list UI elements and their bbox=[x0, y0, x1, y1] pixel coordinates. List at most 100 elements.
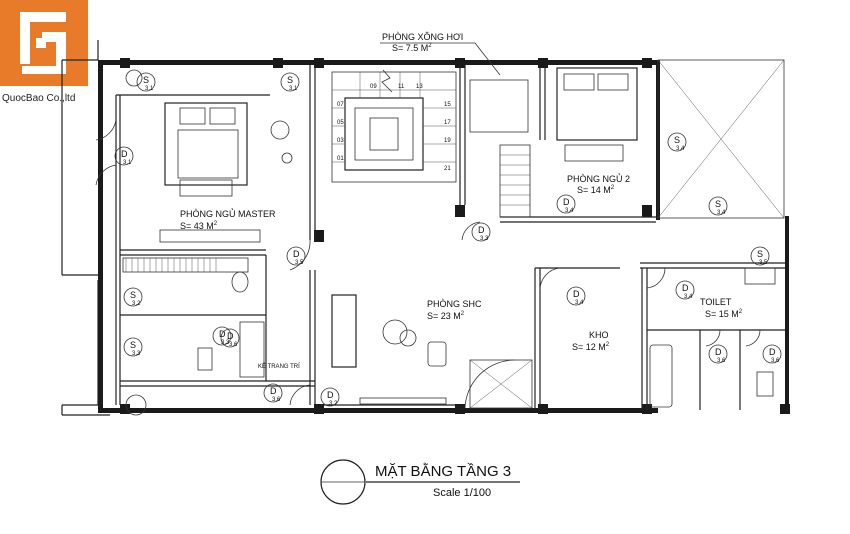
stair-number: 09 bbox=[370, 84, 377, 90]
tag-circle bbox=[123, 287, 143, 307]
room-area-toilet: S= 15 M bbox=[705, 309, 739, 319]
tag-circle bbox=[136, 72, 156, 92]
tag-letter: S bbox=[143, 75, 149, 85]
area-unit-sup: 2 bbox=[428, 43, 432, 49]
stair-number: 01 bbox=[337, 156, 344, 162]
tag-circle bbox=[471, 222, 491, 242]
tag-letter: S bbox=[757, 249, 763, 259]
symbol-tag: D3.4 bbox=[556, 194, 576, 214]
tag-number: 3.2 bbox=[132, 301, 141, 307]
furniture bbox=[122, 67, 776, 416]
brand-name: QuocBao Co.,ltd bbox=[2, 93, 76, 104]
tag-circle bbox=[320, 387, 340, 407]
symbol-tag: D3.1 bbox=[114, 146, 134, 166]
symbol-tag: S3.5 bbox=[750, 246, 770, 266]
tag-number: 3.4 bbox=[565, 208, 574, 214]
tag-number: 3.3 bbox=[480, 236, 489, 242]
tag-circle bbox=[114, 146, 134, 166]
stair-number: 05 bbox=[337, 120, 344, 126]
room-area-master: S= 43 M bbox=[180, 221, 214, 231]
stair-number: 21 bbox=[444, 166, 451, 172]
svg-text:S= 23 M2: S= 23 M2 bbox=[427, 311, 465, 321]
tag-number: 3.3 bbox=[132, 351, 141, 357]
stair-number: 03 bbox=[337, 138, 344, 144]
room-name-master: PHÒNG NGỦ MASTER bbox=[180, 208, 276, 219]
interior-walls bbox=[61, 40, 785, 416]
tag-circle bbox=[675, 280, 695, 300]
svg-text:S= 15 M2: S= 15 M2 bbox=[705, 309, 743, 319]
area-unit-sup: 2 bbox=[461, 311, 465, 317]
tag-circle bbox=[566, 286, 586, 306]
svg-text:S= 43 M2: S= 43 M2 bbox=[180, 221, 218, 231]
tag-number: 3.4 bbox=[575, 300, 584, 306]
room-name-kho: KHO bbox=[589, 330, 609, 340]
room-name-bed2: PHÒNG NGỦ 2 bbox=[567, 173, 630, 184]
tag-circle bbox=[667, 132, 687, 152]
tag-number: 3.6 bbox=[717, 358, 726, 364]
tag-number: 3.5 bbox=[295, 260, 304, 266]
tag-letter: D bbox=[563, 197, 570, 207]
svg-text:S= 7.5 M2: S= 7.5 M2 bbox=[392, 43, 432, 53]
terrace bbox=[469, 59, 785, 409]
symbol-tag: D3.4 bbox=[566, 286, 586, 306]
drawing-scale: Scale 1/100 bbox=[433, 487, 491, 499]
stair-number: 19 bbox=[444, 138, 451, 144]
area-unit-sup: 2 bbox=[739, 309, 743, 315]
tag-number: 3.5 bbox=[759, 260, 768, 266]
tag-letter: D bbox=[682, 283, 689, 293]
tag-letter: D bbox=[769, 347, 776, 357]
symbol-tag: D3.3 bbox=[212, 326, 232, 346]
tag-letter: S bbox=[287, 75, 293, 85]
brand-logo bbox=[0, 0, 88, 86]
room-area-sauna: S= 7.5 M bbox=[392, 43, 428, 53]
symbol-tag: D3.6 bbox=[708, 344, 728, 364]
tag-circle bbox=[556, 194, 576, 214]
stair-number: 13 bbox=[416, 84, 423, 90]
tag-number: 3.1 bbox=[123, 160, 132, 166]
stair-number: 11 bbox=[398, 84, 405, 90]
room-labels: PHÒNG NGỦ MASTER S= 43 M2 PHÒNG NGỦ 2 S=… bbox=[180, 32, 743, 370]
tag-number: 3.2 bbox=[329, 401, 338, 407]
tag-circle bbox=[708, 196, 728, 216]
staircase: 07 05 03 01 09 11 13 15 17 19 21 bbox=[331, 69, 457, 183]
stair-number: 17 bbox=[444, 120, 451, 126]
tag-number: 3.1 bbox=[289, 86, 298, 92]
tag-letter: D bbox=[270, 386, 277, 396]
tag-letter: S bbox=[715, 199, 721, 209]
drawing-title-block: MẶT BẰNG TẦNG 3 Scale 1/100 bbox=[320, 459, 520, 505]
tag-letter: S bbox=[130, 290, 136, 300]
shelf-label: KỆ TRANG TRÍ bbox=[258, 362, 300, 370]
symbol-tag: D3.4 bbox=[675, 280, 695, 300]
symbol-tag: S3.1 bbox=[280, 72, 300, 92]
tag-letter: D bbox=[293, 249, 300, 259]
area-unit-sup: 2 bbox=[606, 342, 610, 348]
drawing-title: MẶT BẰNG TẦNG 3 bbox=[375, 462, 511, 480]
symbol-tag: D3.6 bbox=[220, 328, 240, 348]
symbol-tags: S3.1S3.1D3.1D3.5S3.2S3.3D3.3D3.4D3.3S3.4… bbox=[114, 72, 782, 407]
tag-circle bbox=[286, 246, 306, 266]
tag-letter: D bbox=[227, 331, 234, 341]
room-area-bed2: S= 14 M bbox=[577, 185, 611, 195]
tag-letter: D bbox=[478, 225, 485, 235]
tag-letter: D bbox=[121, 149, 128, 159]
area-unit-sup: 2 bbox=[214, 221, 218, 227]
symbol-tag: D3.5 bbox=[286, 246, 306, 266]
tag-letter: D bbox=[573, 289, 580, 299]
tag-letter: D bbox=[219, 329, 226, 339]
tag-circle bbox=[263, 383, 283, 403]
tag-letter: D bbox=[715, 347, 722, 357]
symbol-tag: S3.4 bbox=[708, 196, 728, 216]
tag-letter: S bbox=[130, 340, 136, 350]
tag-circle bbox=[220, 328, 240, 348]
svg-text:S= 14 M2: S= 14 M2 bbox=[577, 185, 615, 195]
tag-circle bbox=[280, 72, 300, 92]
tag-circle bbox=[123, 337, 143, 357]
tag-number: 3.4 bbox=[684, 294, 693, 300]
symbol-tag: D3.2 bbox=[320, 387, 340, 407]
room-name-sauna: PHÒNG XÔNG HƠI bbox=[382, 32, 463, 42]
outer-walls bbox=[98, 58, 790, 414]
tag-number: 3.6 bbox=[229, 342, 238, 348]
symbol-tag: D3.6 bbox=[263, 383, 283, 403]
room-area-shc: S= 23 M bbox=[427, 311, 461, 321]
